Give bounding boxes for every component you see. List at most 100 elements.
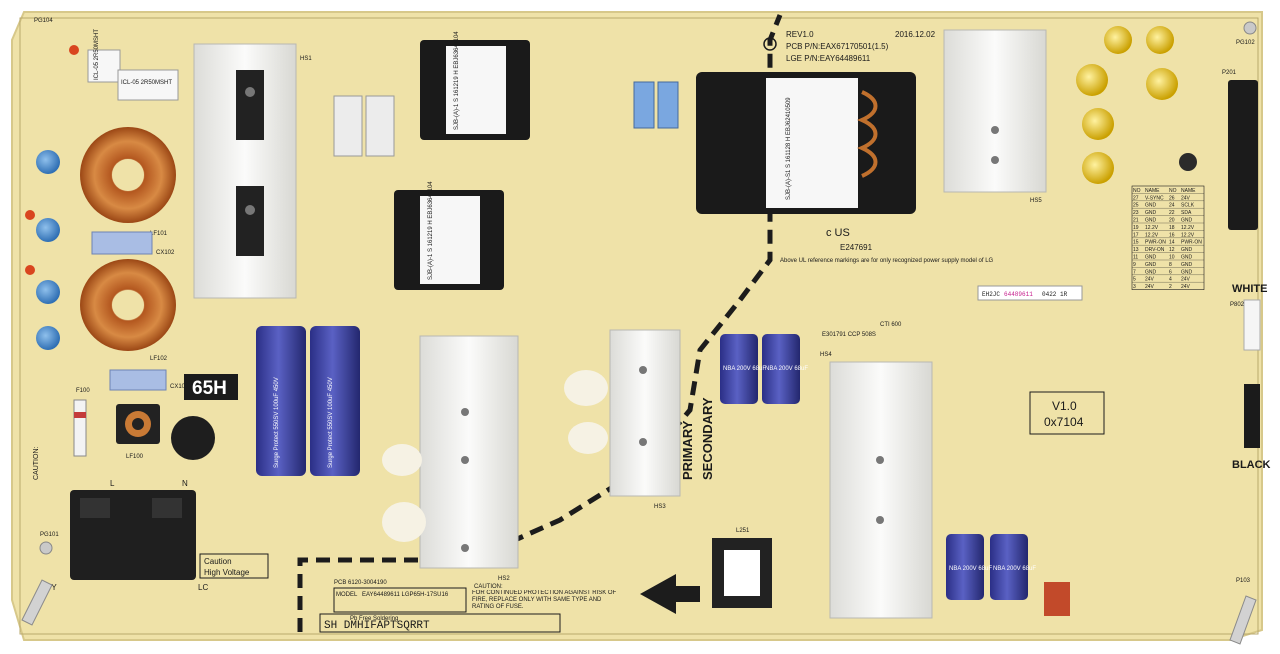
caution-high-voltage-box: Caution High Voltage [199,553,269,579]
pin-table-cell: GND [1145,203,1157,209]
serial-suffix: 0422 1R [1042,291,1068,298]
pin-table-cell: 12 [1169,247,1175,253]
pin-table-cell: 12.2V [1145,225,1159,231]
model-value: EAY64489611 LGP65H-17SU16 [362,592,449,598]
serial-highlight: 64489611 [1004,291,1033,298]
p201-label: P201 [1222,70,1237,76]
pin-table-cell: 18 [1169,225,1175,231]
caution-vertical-title: CAUTION: [33,447,40,481]
pin-table-cell: 25 [1133,203,1139,209]
transformer-upper-label: SJB-(A)-1 S 161219 H EBJ63641104 [454,31,460,130]
silicone-glue [382,370,608,542]
size-mark-text: 65H [192,378,227,399]
common-mode-choke-upper: LF101 [80,127,176,237]
pin-table-header-cell: NO [1133,188,1141,194]
pg104-label: PG104 [34,18,53,24]
pin-table-cell: GND [1181,255,1193,261]
tantalum-capacitor [1044,582,1070,616]
output-electrolytic-capacitors [1076,26,1197,184]
pin-table-cell: 24V [1181,284,1191,290]
pin-table-cell: V-SYNC [1145,195,1164,201]
pin-table-cell: 16 [1169,232,1175,238]
film-capacitor-blue-1 [633,81,655,129]
version-line1: V1.0 [1052,399,1077,413]
pin-table-cell: 24V [1181,277,1191,283]
cx101-label: CX101 [170,384,189,390]
heatsink-hs1: HS1 [193,43,312,299]
pin-table-cell: 24 [1169,203,1175,209]
pcb-part-number: PCB P/N:EAX67170501(1.5) [786,42,889,51]
fuse-label: F100 [76,388,90,394]
hs5-label: HS5 [1030,198,1042,204]
pg101-label: PG101 [40,532,59,538]
common-mode-choke-lower: LF102 [80,259,176,362]
bulk-cap-left-text: Surge Protect 550SV 100uF 450V [274,377,280,468]
pin-table-cell: 24V [1145,277,1155,283]
cx102-label: CX102 [156,250,175,256]
hs2-label: HS2 [498,576,510,582]
pin-table-cell: GND [1145,269,1157,275]
icl2-label: ICL-05 2R50MSHT [121,80,172,86]
pin-table-cell: 23 [1133,210,1139,216]
icl1-label: ICL-05 2R50MSHT [94,29,100,80]
pin-table-cell: GND [1145,255,1157,261]
corner-yy-mark: YY [46,583,57,592]
fuse-caution-vertical: CAUTION: [33,447,40,481]
pin-table-cell: PWR-ON [1181,240,1202,246]
version-line2: 0x7104 [1044,415,1084,429]
mains-input-connector: L N [70,479,196,580]
pin-table-cell: 24V [1145,284,1155,290]
connector-n-label: N [182,479,188,488]
hs1-label: HS1 [300,56,312,62]
pin-table-cell: GND [1181,262,1193,268]
pin-table-cell: 26 [1169,195,1175,201]
serial-number-label: EH2JC 64489611 0422 1R [977,285,1083,301]
pin-table-cell: GND [1145,262,1157,268]
transformer-main-label: SJB-(A)-S1 S 161128 H EBJ62410509 [786,97,792,200]
bottom-letter-strip: SH DMHIFAPTSQRRT Pb Free Soldering [319,613,561,633]
pg102-label: PG102 [1236,40,1255,46]
pin-table-cell: 21 [1133,218,1139,224]
connector-l-label: L [110,479,115,488]
lf100-label: LF100 [126,454,144,460]
heatsink-hs4: HS4 [820,352,933,619]
transformer-lower-label: SJB-(A)-1 S 161219 H EBJ63641104 [428,181,434,280]
pin-table-cell: 14 [1169,240,1175,246]
black-connector: BLACK [1232,384,1271,471]
pin-table-cell: DRV-ON [1145,247,1165,253]
transformer-main: SJB-(A)-S1 S 161128 H EBJ62410509 [696,72,916,214]
pin-table-cell: GND [1181,269,1193,275]
film-capacitor-blue-2 [657,81,679,129]
pin-table-cell: 8 [1169,262,1172,268]
pin-table-cell: 15 [1133,240,1139,246]
cti-rating: CTI 600 [880,322,902,328]
pin-table-header-cell: NO [1169,188,1177,194]
serial-prefix: EH2JC [982,291,1000,298]
x-capacitor-1: CX102 [91,231,175,256]
secondary-label: SECONDARY [700,397,715,480]
y-capacitors [25,45,79,350]
pin-table-cell: 9 [1133,262,1136,268]
caution-hv-line2: High Voltage [204,568,250,577]
pin-table-cell: SCLK [1181,203,1195,209]
pin-table-cell: 10 [1169,255,1175,261]
hs3-label: HS3 [654,504,666,510]
pin-table-cell: 11 [1133,255,1138,261]
heatsink-hs3: HS3 [609,329,681,510]
firmware-version-box: V1.0 0x7104 [1029,391,1105,435]
x-capacitor-2: CX101 [109,369,189,391]
pin-table-cell: 12.2V [1181,225,1195,231]
pin-table-cell: 22 [1169,210,1175,216]
nba-cap-1-text: NBA 200V 68uF [723,366,766,372]
pin-table-cell: PWR-ON [1145,240,1166,246]
caution-fire-text: FOR CONTINUED PROTECTION AGAINST RISK OF… [472,590,617,610]
transformer-upper: SJB-(A)-1 S 161219 H EBJ63641104 [420,31,530,140]
fuse: F100 [73,388,90,457]
letter-strip-text: SH DMHIFAPTSQRRT [324,620,430,632]
pin-table-cell: 27 [1133,195,1139,201]
film-capacitor-c602 [365,95,395,157]
heatsink-hs2: HS2 [419,335,519,582]
lf101-label: LF101 [150,231,168,237]
date-text: 2016.12.02 [895,30,936,39]
